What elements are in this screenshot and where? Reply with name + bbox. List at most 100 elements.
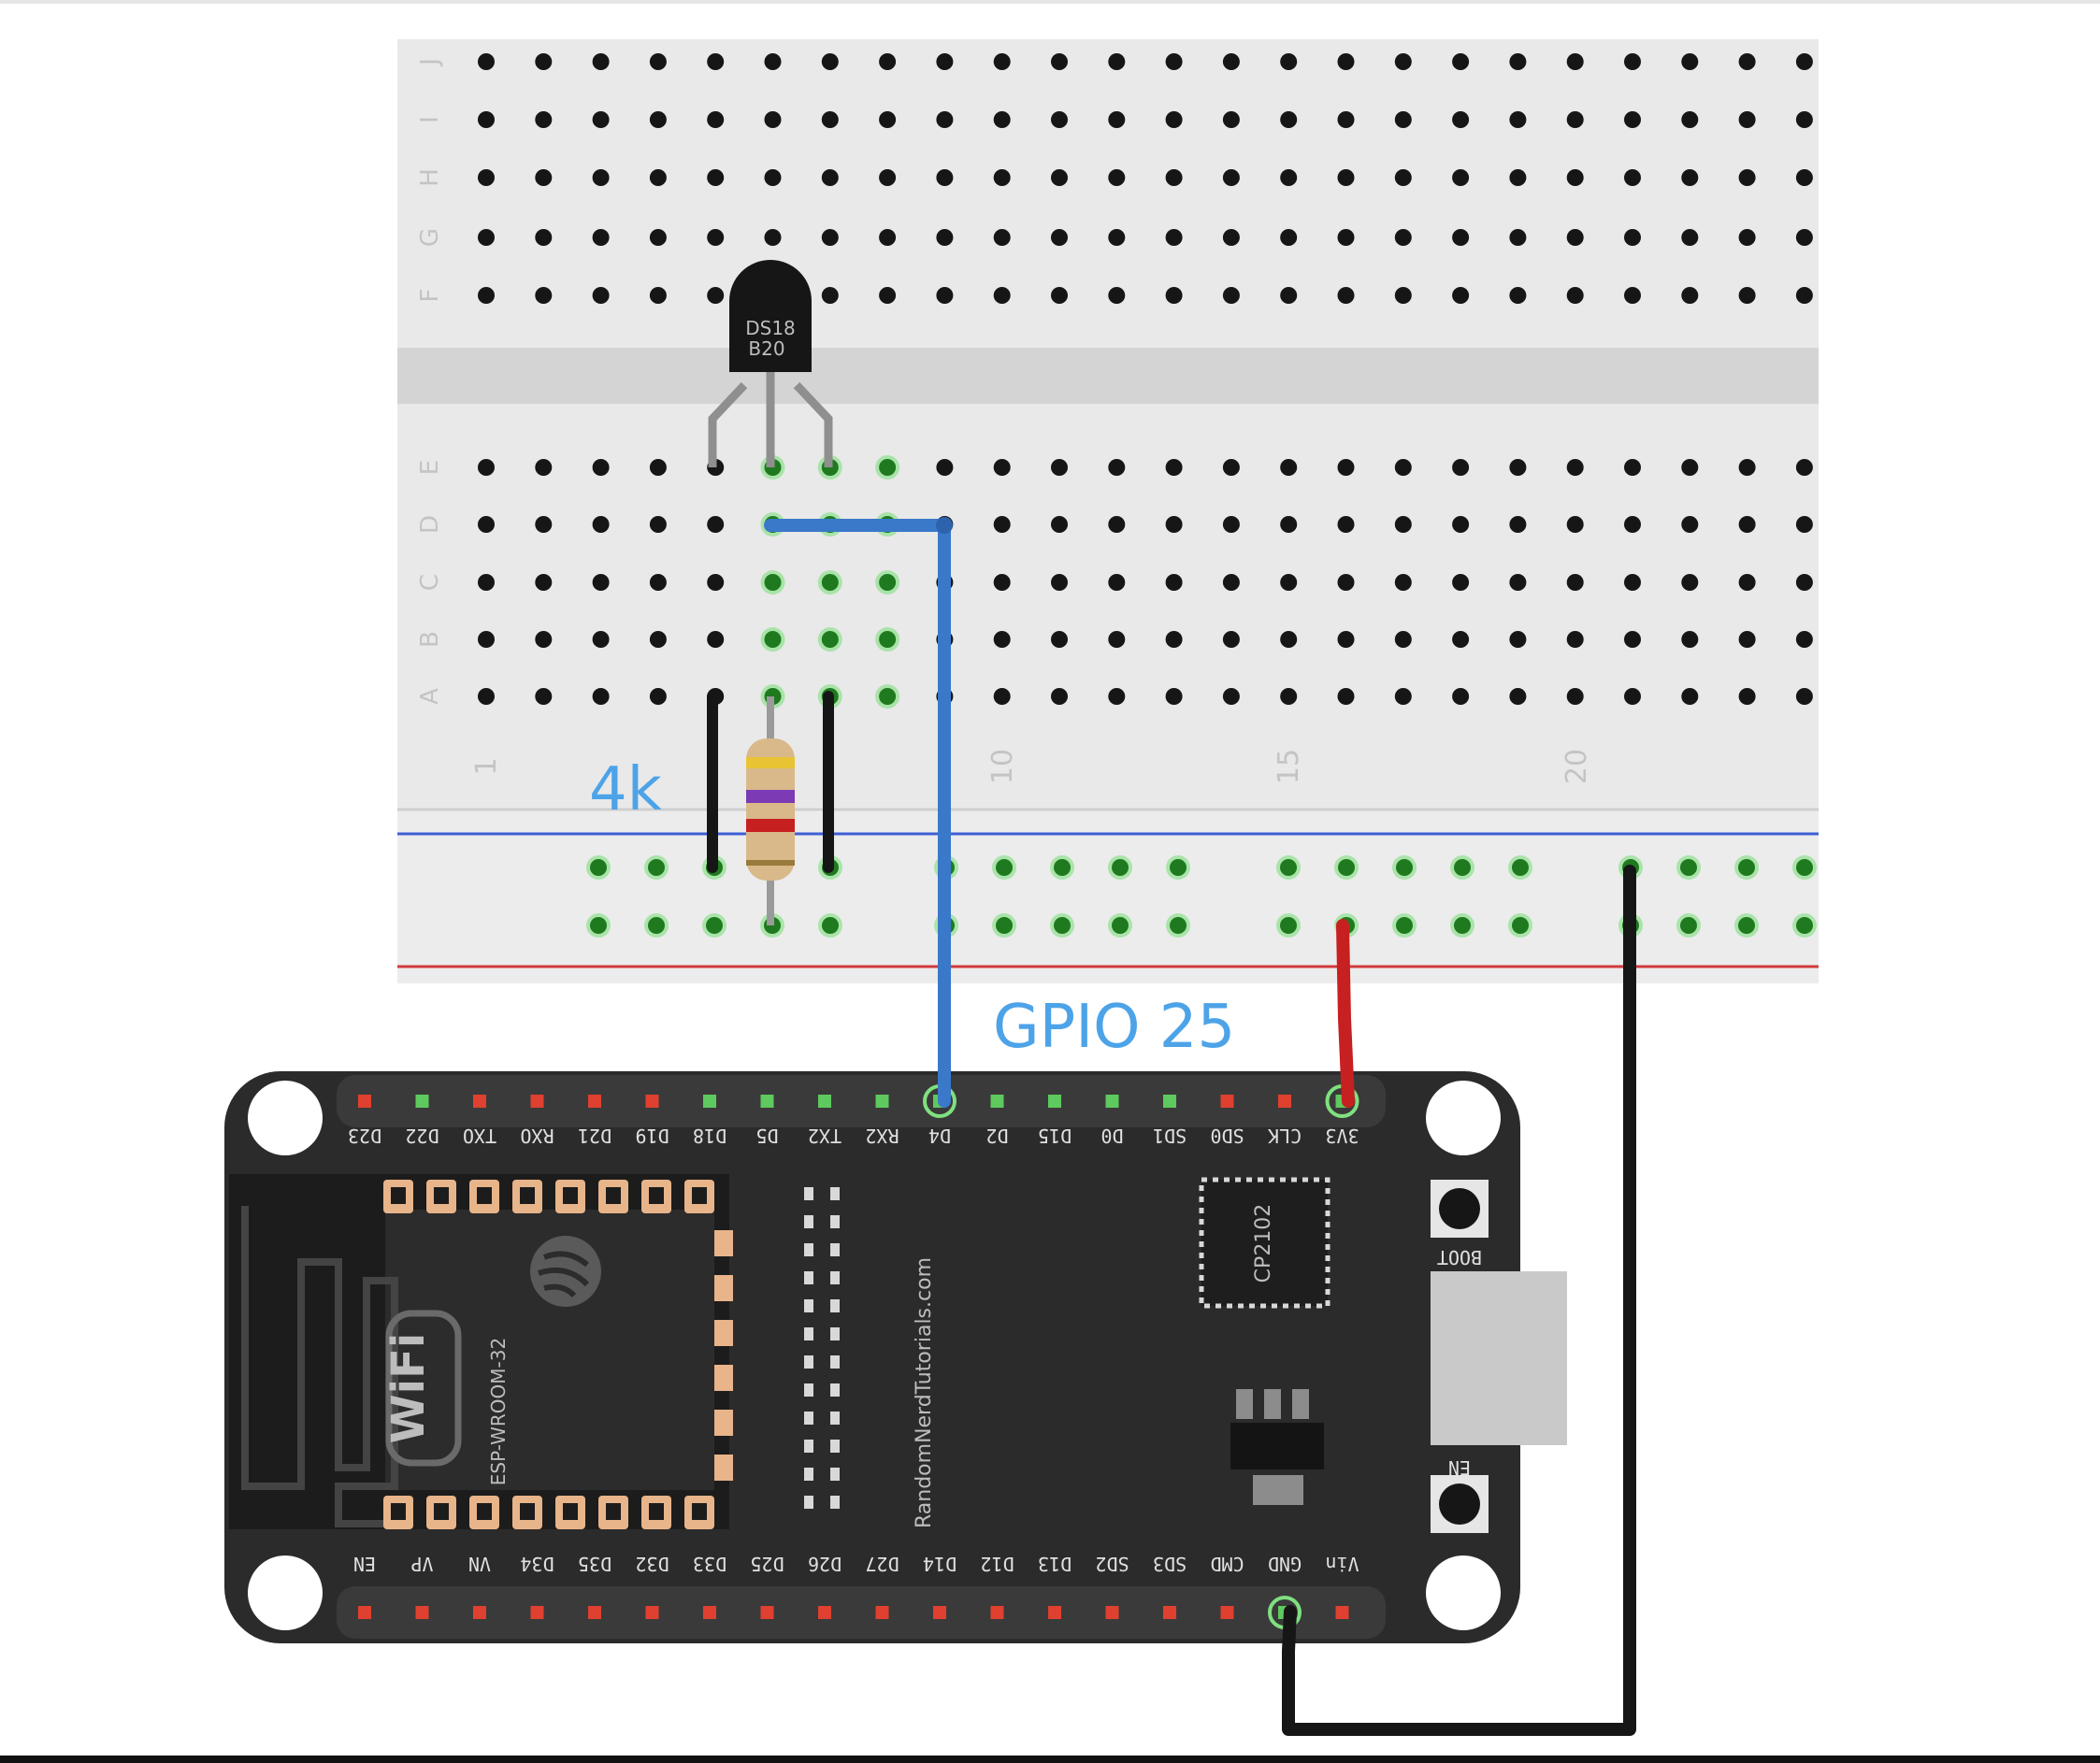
breadboard-hole: [1051, 169, 1068, 186]
module-pad-inner: [391, 1187, 406, 1204]
header-dot: [830, 1271, 840, 1284]
breadboard-hole: [1509, 516, 1527, 533]
pin-label: D2: [985, 1125, 1008, 1147]
breadboard-hole: [1509, 574, 1527, 591]
en-button[interactable]: [1431, 1475, 1489, 1533]
pin-label: SD3: [1153, 1553, 1187, 1575]
boot-button[interactable]: [1431, 1180, 1489, 1238]
header-pin: [1048, 1095, 1061, 1108]
rail-hole: [1796, 859, 1813, 876]
rail-hole: [1454, 859, 1471, 876]
breadboard-hole: [764, 169, 782, 186]
breadboard-hole: [1738, 574, 1756, 591]
breadboard-hole: [1795, 516, 1813, 533]
breadboard-hole: [1452, 229, 1470, 246]
breadboard-hole: [1681, 631, 1699, 648]
breadboard-hole: [1681, 111, 1699, 128]
pin-label: SD0: [1210, 1125, 1244, 1147]
breadboard-hole: [821, 111, 839, 128]
pin-label: D26: [808, 1553, 841, 1575]
breadboard-hole: [1051, 287, 1068, 304]
breadboard-hole: [592, 229, 610, 246]
pin-label: EN: [353, 1553, 376, 1575]
breadboard-hole: [1795, 574, 1813, 591]
wifi-badge: WiFi: [382, 1310, 462, 1467]
header-dot: [804, 1243, 813, 1256]
header-pin: [1278, 1095, 1291, 1108]
breadboard-hole: [764, 574, 782, 591]
breadboard-center-channel: [397, 348, 1819, 404]
breadboard-hole: [1681, 229, 1699, 246]
pin-label: D5: [755, 1125, 778, 1147]
breadboard-hole: [1452, 688, 1470, 705]
header-pin: [645, 1095, 659, 1108]
breadboard-hole: [478, 574, 495, 591]
module-pad-inner: [434, 1187, 449, 1204]
breadboard-hole: [1222, 53, 1240, 70]
module-pad: [714, 1230, 733, 1256]
row-label: F: [416, 289, 444, 303]
mount-hole-bottom-left: [248, 1555, 323, 1630]
header-pin: [875, 1095, 889, 1108]
breadboard-hole: [1566, 53, 1584, 70]
breadboard-hole: [1280, 287, 1298, 304]
breadboard-hole: [478, 169, 495, 186]
breadboard-hole: [1566, 111, 1584, 128]
breadboard-hole: [535, 111, 553, 128]
breadboard-hole: [1394, 688, 1412, 705]
breadboard-hole: [1280, 169, 1298, 186]
gpio-label: GPIO 25: [993, 993, 1235, 1062]
sensor-label-line1: DS18: [745, 317, 796, 339]
header-dot: [830, 1496, 840, 1509]
breadboard-hole: [1624, 516, 1641, 533]
row-label: H: [416, 168, 444, 187]
rail-hole: [1054, 917, 1071, 934]
module-pad: [714, 1365, 733, 1391]
breadboard-hole: [1509, 229, 1527, 246]
header-pin: [1220, 1606, 1234, 1619]
breadboard-hole: [592, 287, 610, 304]
breadboard-hole: [1681, 516, 1699, 533]
breadboard-hole: [1394, 631, 1412, 648]
header-pin: [1105, 1606, 1119, 1619]
header-pin: [818, 1095, 831, 1108]
rail-hole: [1170, 917, 1187, 934]
breadboard-hole: [535, 631, 553, 648]
resistor-body: [746, 738, 795, 881]
breadboard-hole: [1108, 574, 1126, 591]
pin-label: D33: [693, 1553, 726, 1575]
header-dot: [804, 1355, 813, 1369]
rail-hole: [1338, 859, 1355, 876]
module-pad-inner: [477, 1503, 492, 1520]
header-dot: [804, 1327, 813, 1340]
breadboard-hole: [1280, 688, 1298, 705]
breadboard-hole: [592, 53, 610, 70]
breadboard-hole: [1509, 169, 1527, 186]
breadboard-hole: [1394, 229, 1412, 246]
breadboard-hole: [707, 229, 725, 246]
header-pin: [415, 1606, 429, 1619]
breadboard-hole: [1738, 53, 1756, 70]
breadboard-hole: [649, 516, 667, 533]
pin-label: D21: [578, 1125, 611, 1147]
breadboard-hole: [1108, 169, 1126, 186]
header-pin: [1163, 1606, 1176, 1619]
rail-hole: [1680, 859, 1697, 876]
header-pin: [473, 1606, 486, 1619]
rail-hole: [590, 917, 607, 934]
pin-label: 3V3: [1325, 1125, 1359, 1147]
pin-label: GND: [1268, 1553, 1302, 1575]
breadboard-hole: [1051, 111, 1068, 128]
breadboard-hole: [592, 574, 610, 591]
breadboard-hole: [1624, 53, 1641, 70]
breadboard-hole: [649, 287, 667, 304]
module-pad-inner: [606, 1503, 621, 1520]
ground-wire: [1282, 865, 1636, 1736]
breadboard-hole: [1108, 516, 1126, 533]
header-pin: [588, 1606, 601, 1619]
breadboard-hole: [1566, 516, 1584, 533]
breadboard-hole: [764, 111, 782, 128]
